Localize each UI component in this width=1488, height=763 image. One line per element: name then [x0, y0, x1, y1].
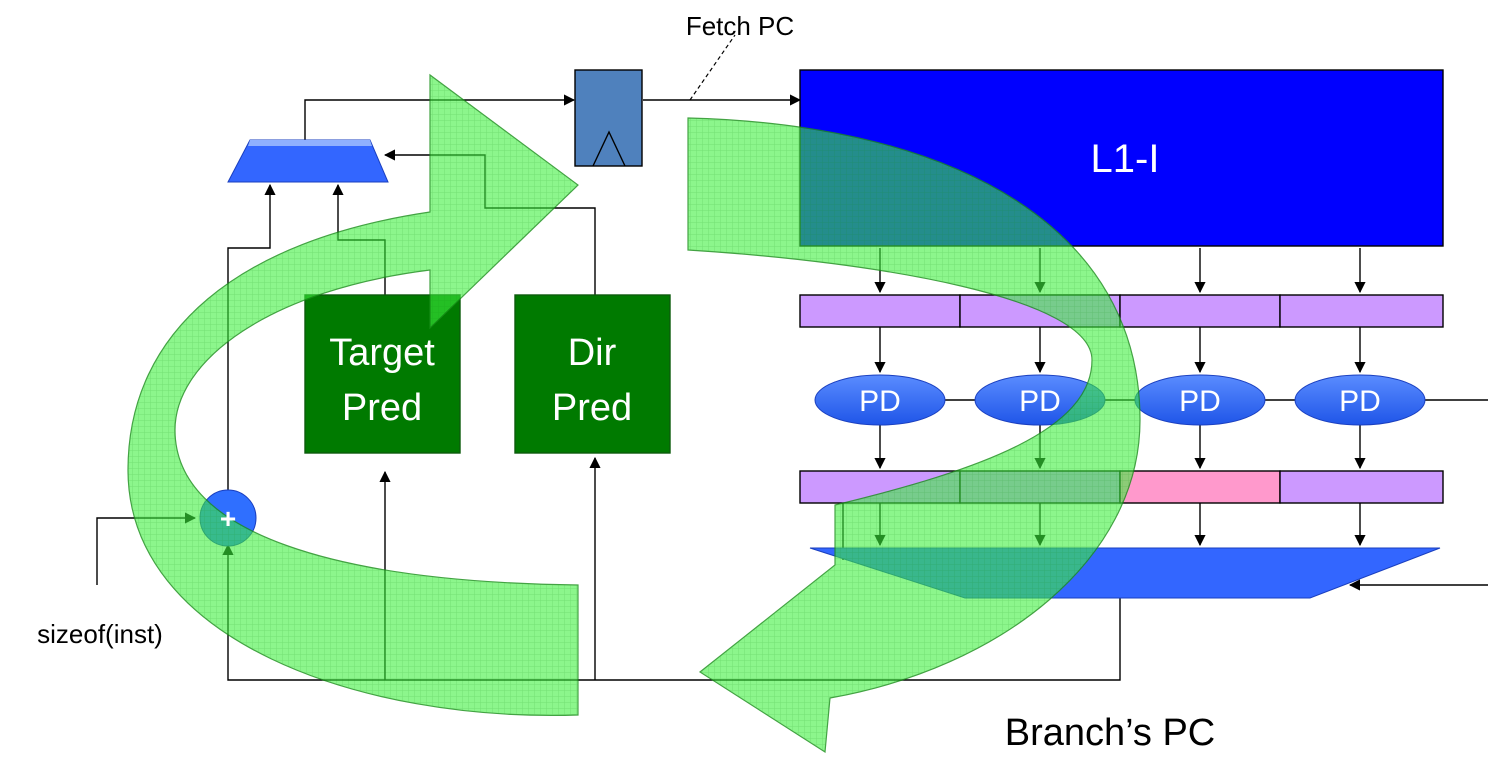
pd-unit [814, 374, 946, 426]
register-clock-icon [592, 130, 626, 167]
dir-pred-box [514, 294, 671, 454]
adder-to-mux-wire [227, 183, 276, 495]
l1i-label: L1-I [1091, 137, 1160, 181]
right-loop-arrow [687, 117, 1141, 754]
fetch-pc-label: Fetch PC [686, 11, 794, 41]
adder-plus-icon: + [220, 503, 236, 534]
predecode-units [814, 374, 1426, 426]
next-pc-mux [227, 139, 389, 183]
latch-slot [1119, 294, 1281, 328]
branch-pc-label: Branch’s PC [1005, 712, 1216, 754]
pd-unit [1294, 374, 1426, 426]
pd-label: PD [1339, 385, 1381, 418]
pd-label: PD [859, 385, 901, 418]
latch-slot [799, 294, 961, 328]
sizeof-inst-label: sizeof(inst) [37, 619, 163, 649]
target-pred-label-2: Pred [342, 387, 422, 429]
latch-slot-highlight [1119, 470, 1281, 504]
fetch-pc-pointer [689, 34, 736, 101]
latch-slot [1279, 294, 1444, 328]
left-loop-arrow [127, 73, 579, 717]
fetch-pc-register [574, 69, 643, 167]
dir-pred-label-1: Dir [568, 332, 617, 374]
feedback-loop-overlay [127, 73, 1141, 754]
pd-label: PD [1179, 385, 1221, 418]
dir-pred-label-2: Pred [552, 387, 632, 429]
latch-slot [1279, 470, 1444, 504]
mux-to-fetch-pc-wire [304, 94, 576, 145]
target-pred-label-1: Target [329, 332, 435, 374]
pd-label: PD [1019, 385, 1061, 418]
